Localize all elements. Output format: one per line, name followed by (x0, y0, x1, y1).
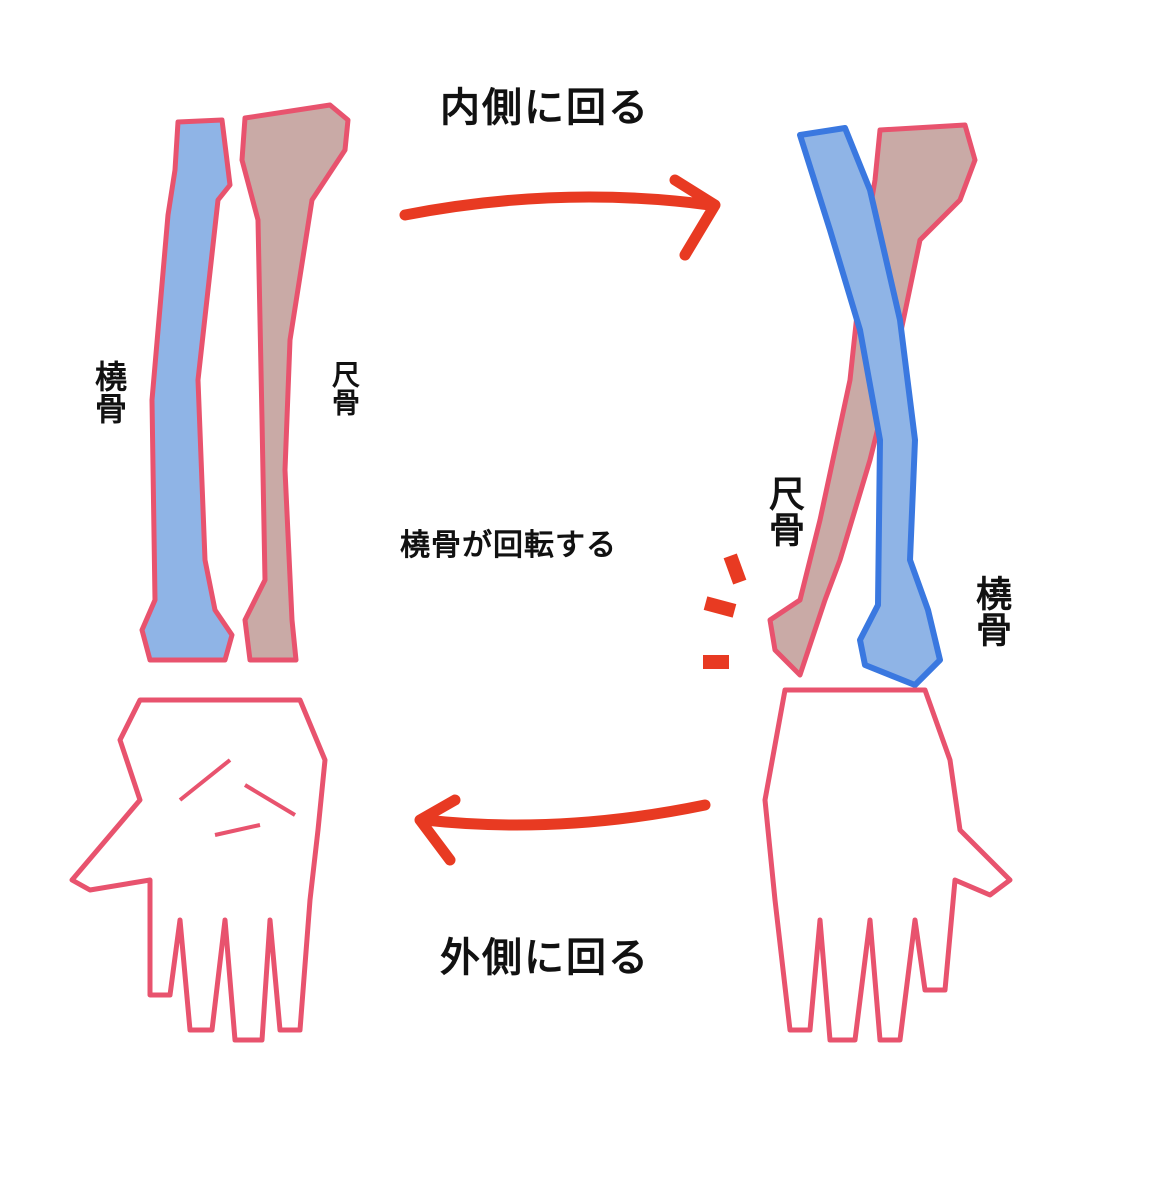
left-radius-label: 橈骨 (90, 360, 128, 424)
left-hand-palm (69, 697, 328, 1043)
left-ulna-label: 尺骨 (328, 360, 361, 416)
center-caption: 橈骨が回転する (400, 528, 617, 563)
right-hand-back (762, 687, 1013, 1043)
title-inward-rotation: 内側に回る (440, 85, 650, 131)
arrow-inward (399, 174, 721, 261)
right-radius-bone (797, 125, 943, 688)
left-ulna-bone (239, 102, 351, 663)
right-ulna-label: 尺骨 (763, 475, 804, 547)
motion-marks (703, 553, 747, 669)
left-palm-lines (178, 758, 297, 837)
title-outward-rotation: 外側に回る (440, 935, 650, 981)
arrow-outward (414, 794, 711, 866)
left-radius-bone (139, 117, 235, 663)
right-radius-label: 橈骨 (970, 575, 1011, 647)
